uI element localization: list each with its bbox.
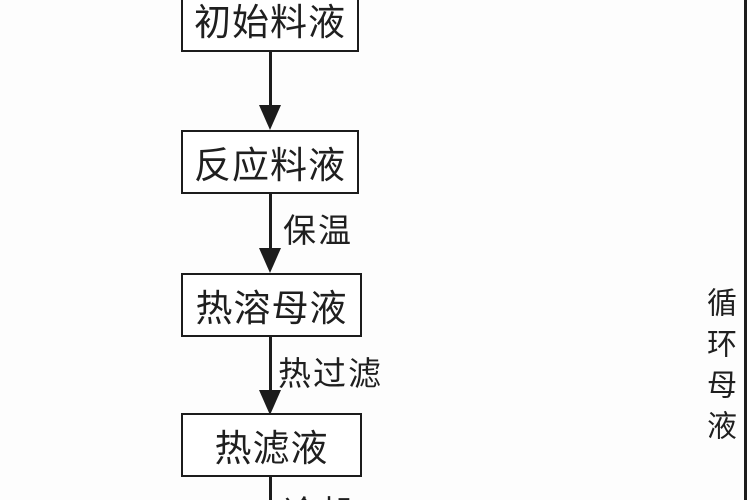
flow-node-initial-feed: 初始料液 [181, 0, 359, 52]
connector-line [269, 52, 272, 108]
arrow-down-icon [259, 105, 281, 130]
edge-label-keep-warm: 保温 [283, 214, 353, 250]
edge-label-hot-filtration: 热过滤 [278, 357, 383, 393]
flow-node-reaction-feed: 反应料液 [181, 130, 359, 194]
connector-line [269, 194, 272, 250]
flow-node-label: 热滤液 [214, 429, 329, 470]
flow-node-hot-mother-liquor: 热溶母液 [181, 273, 362, 337]
side-label-circulating-mother-liquor: 循环母液 [702, 287, 735, 451]
connector-line [269, 337, 272, 393]
edge-label-cooling: 冷却 [284, 486, 354, 500]
flow-node-label: 初始料液 [194, 3, 346, 44]
connector-line [269, 477, 272, 500]
flow-node-label: 热溶母液 [195, 289, 348, 330]
flow-node-label: 反应料液 [194, 146, 346, 187]
arrow-down-icon [259, 390, 281, 415]
flow-node-hot-filtrate: 热滤液 [181, 413, 362, 477]
arrow-down-icon [259, 248, 281, 273]
right-border-line [744, 0, 747, 500]
